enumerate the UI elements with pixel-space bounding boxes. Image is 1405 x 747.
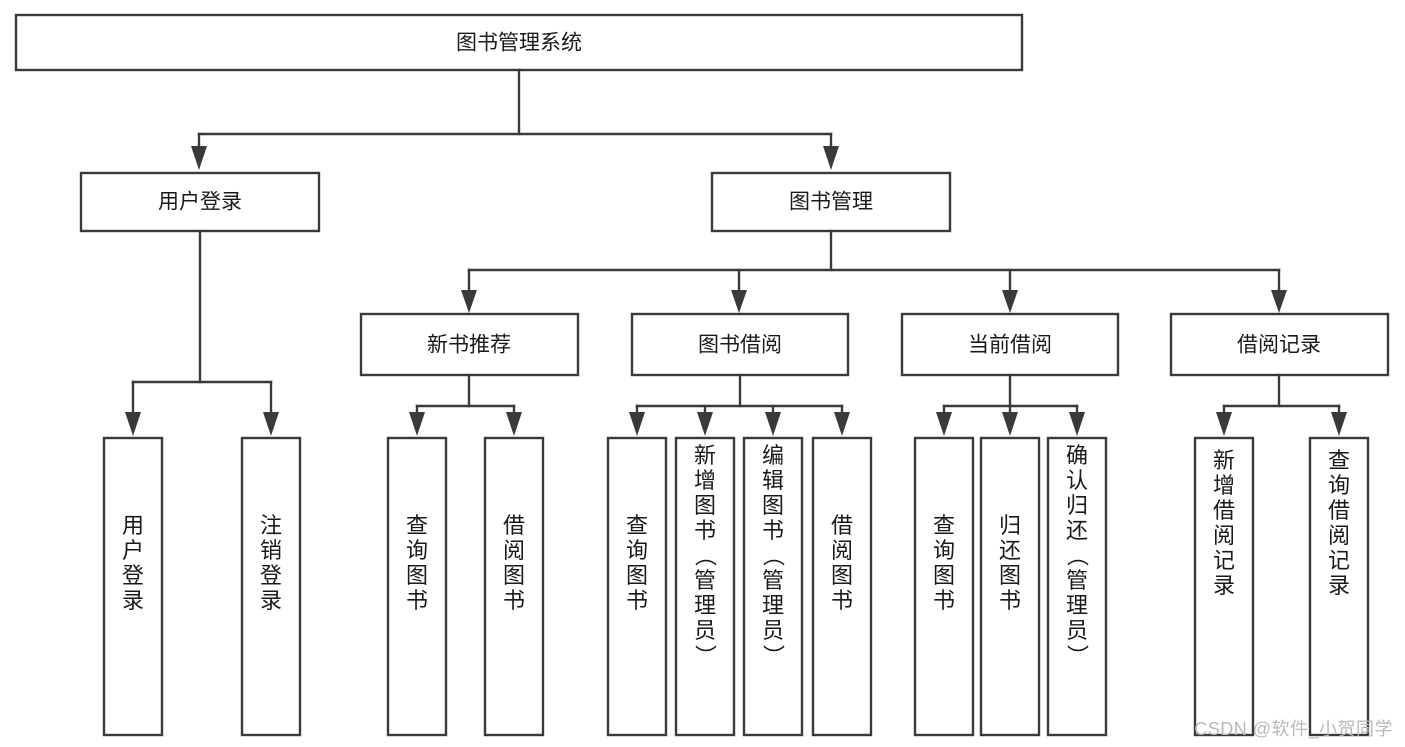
arrow-head-newbook-leaf2: [506, 412, 522, 436]
arrow-head-bookmgmt: [823, 146, 839, 170]
leaf-box-current-borrow-1[interactable]: [913, 436, 975, 737]
leaf-box-book-borrow-1[interactable]: [606, 436, 668, 737]
leaf-box-book-borrow-3[interactable]: [742, 436, 804, 737]
node-current-borrow-label: 当前借阅: [968, 334, 1052, 357]
arrow-head-userlogin-leaf2: [263, 412, 279, 436]
arrow-head-current-leaf3: [1069, 412, 1085, 436]
arrow-head-borrow-leaf1: [629, 412, 645, 436]
leaf-box-current-borrow-3[interactable]: [1046, 436, 1108, 737]
arrow-head-current-leaf2: [1002, 412, 1018, 436]
arrow-head-current-leaf1: [936, 412, 952, 436]
arrow-head-record: [1271, 290, 1287, 313]
leaf-box-new-book-2[interactable]: [483, 436, 545, 737]
arrow-head-borrow-leaf2: [697, 412, 713, 436]
node-book-mgmt-label: 图书管理: [789, 191, 873, 214]
leaf-box-borrow-record-2[interactable]: [1308, 436, 1370, 737]
node-new-book-recommend-label: 新书推荐: [427, 334, 511, 357]
arrow-head-borrow-leaf4: [834, 412, 850, 436]
arrow-head-newbook-leaf1: [409, 412, 425, 436]
leaf-box-book-borrow-2[interactable]: [674, 436, 736, 737]
arrow-head-borrow-leaf3: [765, 412, 781, 436]
arrow-head-current: [1002, 290, 1018, 313]
leaf-box-current-borrow-2[interactable]: [979, 436, 1041, 737]
node-book-borrow-label: 图书借阅: [698, 334, 782, 357]
node-borrow-record-box[interactable]: [1169, 312, 1390, 377]
leaf-box-borrow-record-1[interactable]: [1193, 436, 1255, 737]
leaf-box-book-borrow-4[interactable]: [811, 436, 873, 737]
node-borrow-record-label: 借阅记录: [1237, 334, 1321, 357]
arrow-head-borrow: [731, 290, 747, 313]
node-book-mgmt-box[interactable]: [710, 171, 952, 233]
node-book-borrow-box[interactable]: [630, 312, 850, 377]
node-user-login-label: 用户登录: [158, 191, 242, 214]
arrow-head-record-leaf1: [1216, 412, 1232, 436]
node-new-book-recommend-box[interactable]: [359, 312, 580, 377]
arrow-head-record-leaf2: [1331, 412, 1347, 436]
arrow-head-userlogin: [191, 146, 207, 170]
leaf-box-user-login-1[interactable]: [102, 436, 164, 737]
node-root-label: 图书管理系统: [456, 32, 582, 55]
leaf-box-new-book-1[interactable]: [386, 436, 448, 737]
node-current-borrow-box[interactable]: [900, 312, 1120, 377]
arrow-head-newbook: [461, 290, 477, 313]
node-root-box[interactable]: [14, 13, 1024, 72]
arrow-head-userlogin-leaf1: [125, 412, 141, 436]
watermark-text: CSDN @软件_小贺同学: [1194, 719, 1393, 739]
leaf-box-user-login-2[interactable]: [240, 436, 302, 737]
